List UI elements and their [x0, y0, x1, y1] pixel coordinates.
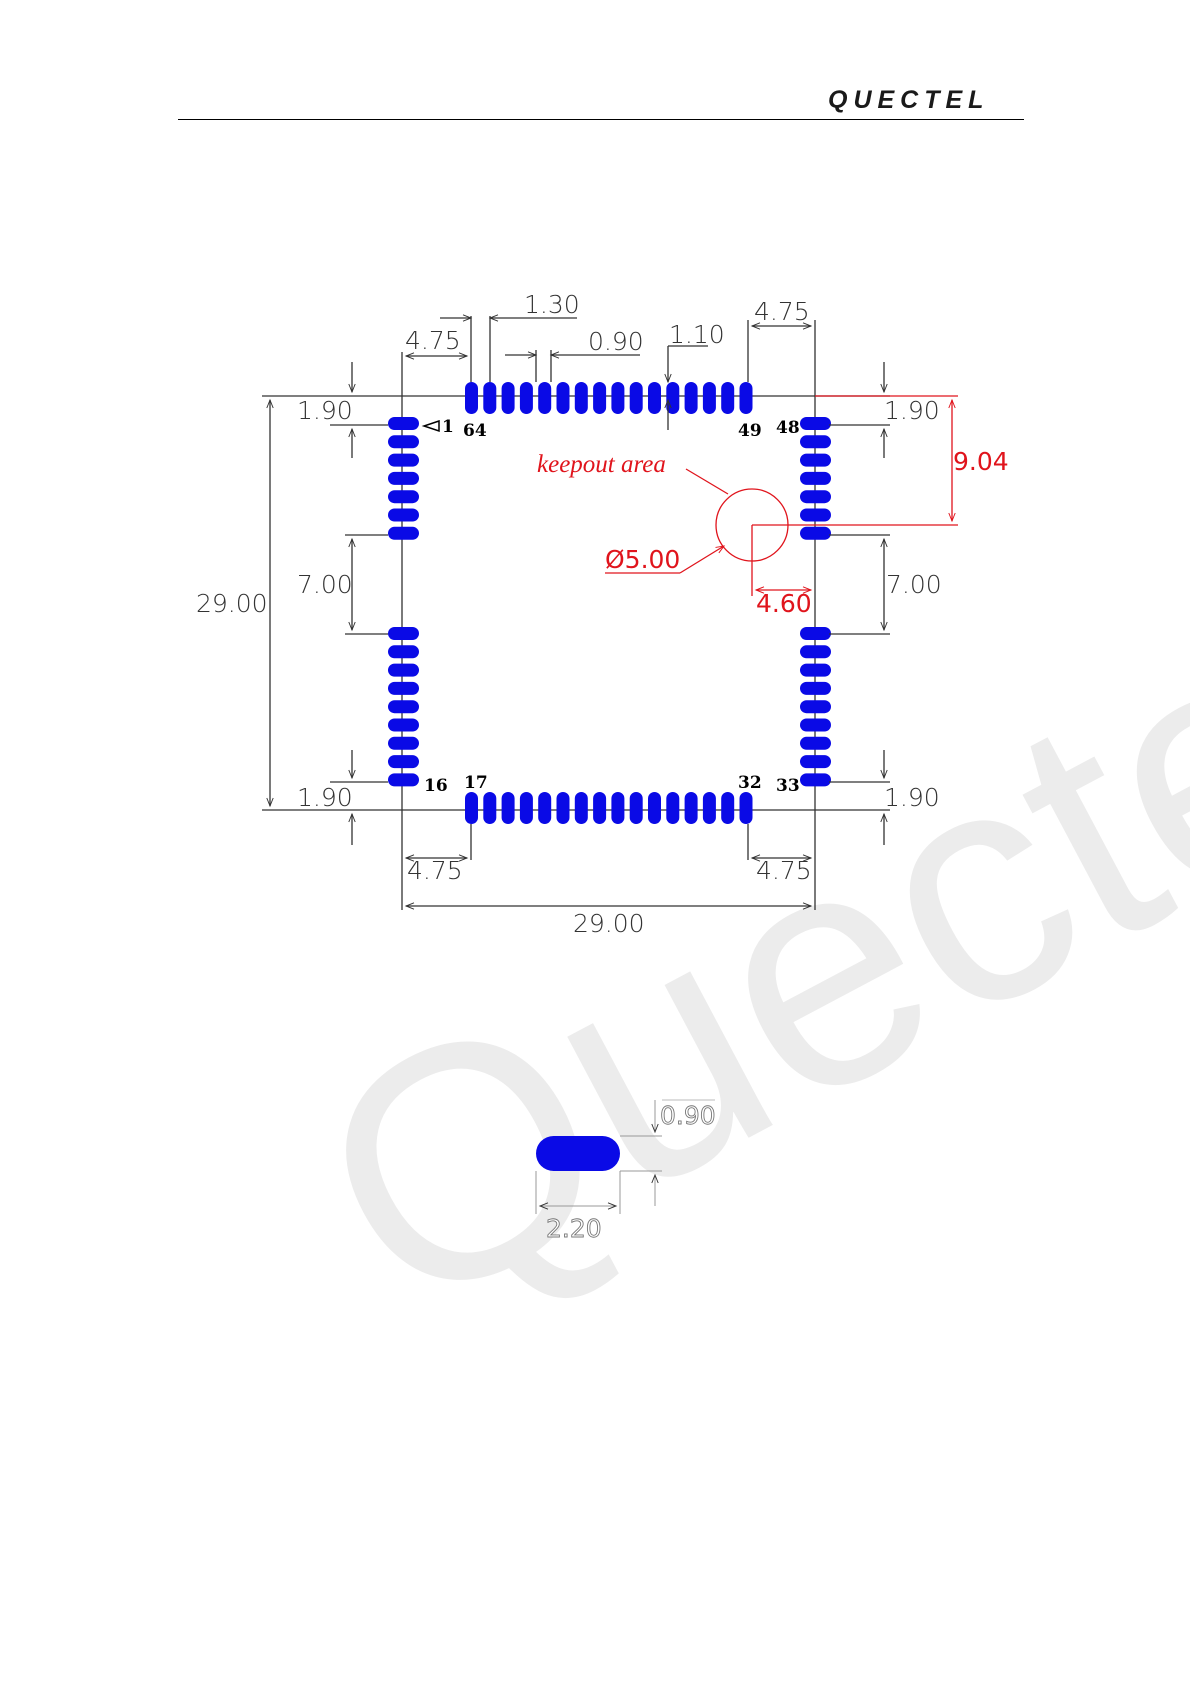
dim-left-gap: 7.00	[297, 570, 353, 599]
pad-left	[388, 773, 419, 786]
pin-label-64: 64	[463, 421, 487, 441]
pad-left	[388, 682, 419, 695]
pad-left	[388, 737, 419, 750]
pad-bottom	[648, 792, 661, 824]
keepout-diameter-label: Ø5.00	[605, 545, 680, 574]
dim-top-pad-span: 1.30	[524, 290, 580, 319]
pad-bottom	[465, 792, 478, 824]
pad-bottom	[575, 792, 588, 824]
pad-top	[465, 382, 478, 414]
pin-label-48: 48	[776, 418, 800, 438]
pad-top	[648, 382, 661, 414]
pad-right	[800, 527, 831, 540]
pad-left	[388, 700, 419, 713]
pad-right	[800, 627, 831, 640]
pad-right	[800, 645, 831, 658]
keepout-area-label: keepout area	[537, 451, 666, 478]
dim-top-outer-right: 4.75	[754, 297, 810, 326]
dim-right-bottom-offset: 1.90	[884, 783, 940, 812]
pad-right	[800, 472, 831, 485]
pad-top	[685, 382, 698, 414]
pin-label-17: 17	[464, 773, 488, 793]
dim-top-pitch: 1.10	[669, 320, 725, 349]
pad-left	[388, 490, 419, 503]
pad-right	[800, 454, 831, 467]
pad-left	[388, 435, 419, 448]
pad-right	[800, 773, 831, 786]
pad-bottom	[483, 792, 496, 824]
pad-right	[800, 700, 831, 713]
pad-right	[800, 509, 831, 522]
dim-bottom-outer-left: 4.75	[407, 856, 463, 885]
pad-left	[388, 627, 419, 640]
pad-left	[388, 755, 419, 768]
pad-bottom	[502, 792, 515, 824]
pad-left	[388, 472, 419, 485]
pad-top	[520, 382, 533, 414]
pad-bottom	[520, 792, 533, 824]
pad-top	[611, 382, 624, 414]
pad-top	[502, 382, 515, 414]
pad-detail-shape	[536, 1136, 620, 1171]
pad-left	[388, 527, 419, 540]
pin-label-49: 49	[738, 421, 762, 441]
pad-right	[800, 682, 831, 695]
pad-right	[800, 435, 831, 448]
pad-left	[388, 719, 419, 732]
pad-right	[800, 490, 831, 503]
pad-bottom	[611, 792, 624, 824]
dim-width: 29.00	[573, 909, 645, 938]
pad-detail-width: 2.20	[546, 1214, 602, 1243]
dim-bottom-outer-right: 4.75	[756, 856, 812, 885]
pad-right	[800, 719, 831, 732]
pad-bottom	[630, 792, 643, 824]
pad-left	[388, 645, 419, 658]
pad-right	[800, 664, 831, 677]
pad-top	[740, 382, 753, 414]
pin1-triangle-icon	[424, 421, 439, 431]
pad-top	[721, 382, 734, 414]
pad-bottom	[703, 792, 716, 824]
pad-bottom	[538, 792, 551, 824]
pad-left	[388, 509, 419, 522]
dim-height: 29.00	[196, 589, 268, 618]
dim-right-gap: 7.00	[886, 570, 942, 599]
pin-label-1: 1	[442, 417, 454, 437]
pad-detail-height: 0.90	[660, 1101, 716, 1130]
pin-label-33: 33	[776, 776, 800, 796]
keepout-offset-x-label: 4.60	[756, 589, 812, 618]
pad-right	[800, 755, 831, 768]
pad-bottom	[721, 792, 734, 824]
pad-right	[800, 417, 831, 430]
pad-bottom	[685, 792, 698, 824]
pin-label-32: 32	[738, 773, 762, 793]
dim-left-top-offset: 1.90	[297, 396, 353, 425]
pad-top	[483, 382, 496, 414]
pad-bottom	[593, 792, 606, 824]
pad-bottom	[557, 792, 570, 824]
dim-top-outer-left: 4.75	[405, 326, 461, 355]
pad-top	[630, 382, 643, 414]
pad-left	[388, 417, 419, 430]
pad-bottom	[666, 792, 679, 824]
pin-label-16: 16	[424, 776, 448, 796]
pad-top	[593, 382, 606, 414]
dim-left-bottom-offset: 1.90	[297, 783, 353, 812]
pad-top	[557, 382, 570, 414]
pad-top	[538, 382, 551, 414]
pad-top	[575, 382, 588, 414]
pad-bottom	[740, 792, 753, 824]
dim-top-pad-width: 0.90	[588, 327, 644, 356]
keepout-offset-y-label: 9.04	[953, 447, 1009, 476]
pad-left	[388, 664, 419, 677]
pad-right	[800, 737, 831, 750]
pad-left	[388, 454, 419, 467]
pad-top	[703, 382, 716, 414]
dim-right-top-offset: 1.90	[884, 396, 940, 425]
